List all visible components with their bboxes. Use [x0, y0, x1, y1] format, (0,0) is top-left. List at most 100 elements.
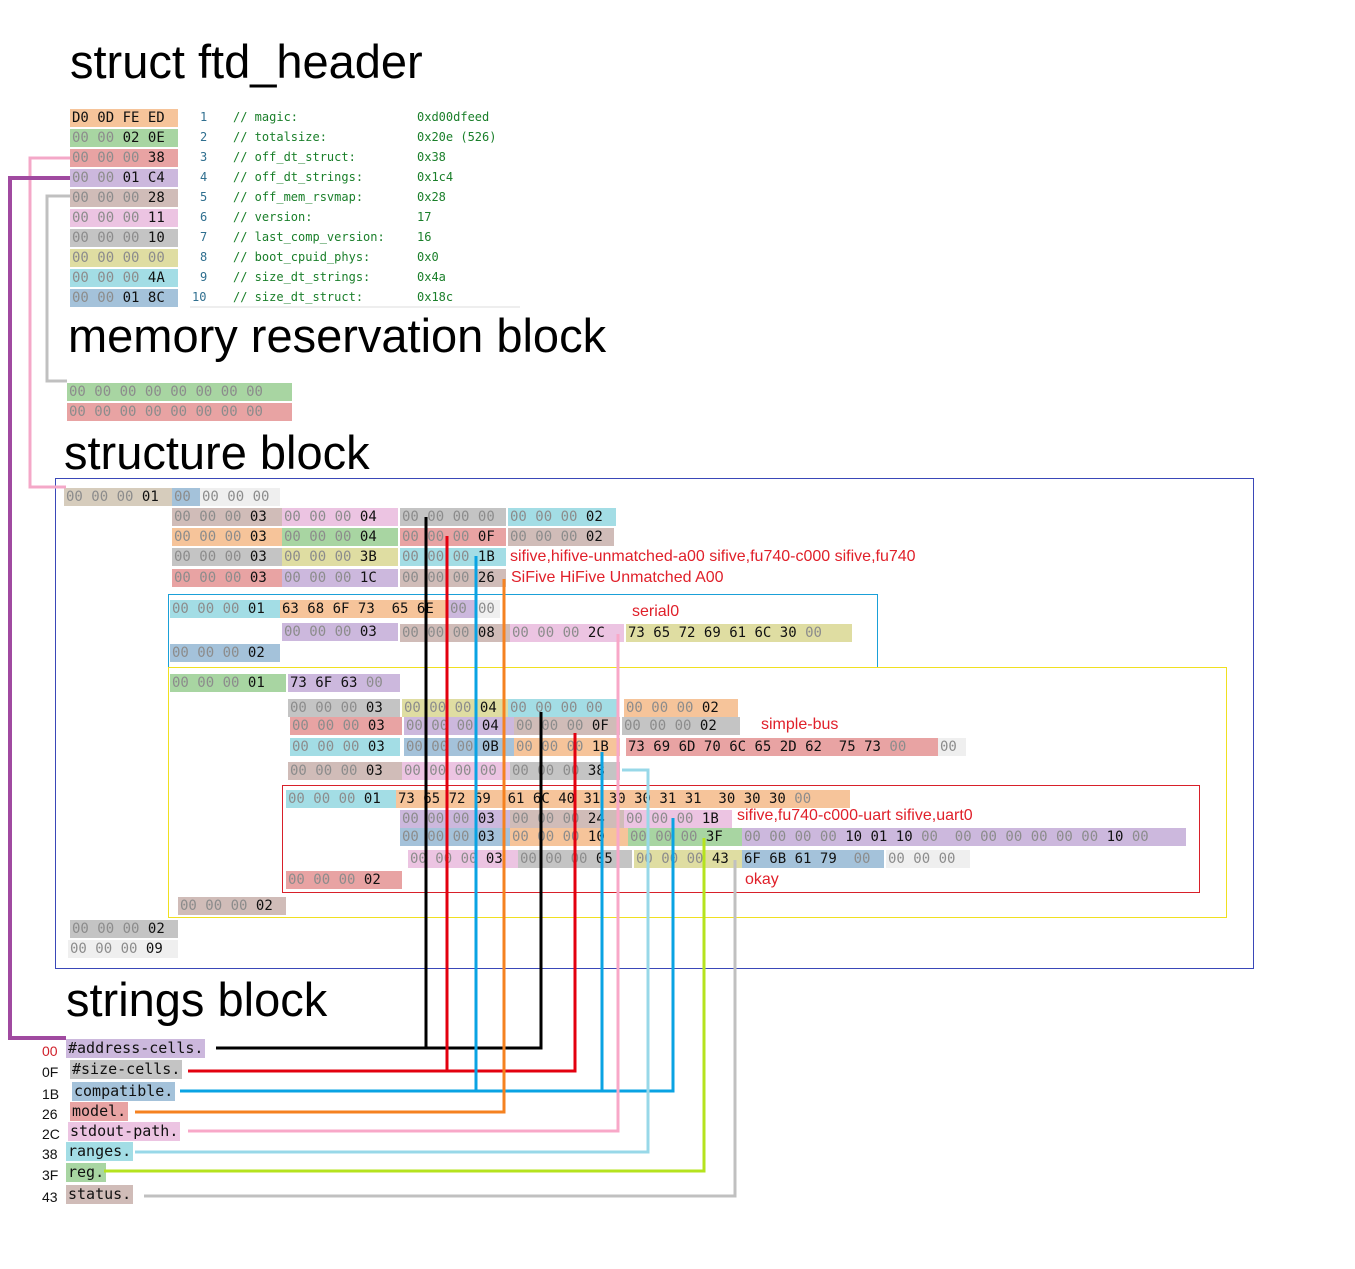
- mem-rsv-title: memory reservation block: [68, 309, 607, 362]
- struct-token: 00 00 00 00: [402, 762, 518, 780]
- status-annotation: okay: [745, 871, 779, 888]
- line-number: 3: [200, 150, 208, 164]
- struct-token: 00 00 00 02: [170, 644, 280, 662]
- struct-token: 00 00 00 10: [510, 828, 628, 846]
- soc-compatible-annotation: simple-bus: [761, 716, 839, 733]
- struct-token: 00 00 00 0F: [514, 717, 620, 735]
- string-entry: model.: [70, 1102, 129, 1121]
- struct-token: 00 00 00 02: [508, 508, 616, 526]
- line-number: 8: [200, 250, 208, 264]
- header-title: struct ftd_header: [70, 35, 423, 88]
- struct-token: 00 00 00 04: [402, 699, 508, 717]
- line-number: 6: [200, 210, 208, 224]
- struct-token: 00 00 00 09: [68, 940, 178, 958]
- header-field-value: 0x4a: [417, 270, 446, 284]
- struct-token: 73 69 6D 70 6C 65 2D 62 75 73 00: [626, 738, 938, 756]
- header-field-name: // size_dt_struct:: [233, 290, 364, 304]
- line-number: 10: [192, 290, 207, 304]
- header-field-name: // size_dt_strings:: [233, 270, 371, 284]
- struct-token: 00 00 00: [200, 488, 280, 506]
- struct-token: 00 00 00 02: [508, 528, 614, 546]
- struct-token: 63 68 6F 73 65 6E: [280, 600, 448, 618]
- string-entry: #address-cells.: [66, 1039, 206, 1058]
- struct-token: 00 00 00 03: [172, 569, 282, 587]
- struct-token: 00 00 00 03: [282, 623, 398, 641]
- header-field-value: 0x20e (526): [417, 130, 497, 144]
- line-number: 5: [200, 190, 208, 204]
- header-field-bytes: 00 00 00 00: [70, 249, 178, 267]
- struct-token: 00 00 00: [886, 850, 970, 868]
- struct-token: 00 00 00 02: [624, 699, 738, 717]
- struct-token: 00 00 00 05: [518, 850, 632, 868]
- struct-token: 00 00 00 03: [408, 850, 518, 868]
- struct-token: 00 00 00 24: [510, 810, 624, 828]
- strings-title: strings block: [66, 973, 328, 1026]
- header-field-name: // off_mem_rsvmap:: [233, 190, 364, 204]
- header-field-name: // off_dt_struct:: [233, 150, 356, 164]
- line-number: 9: [200, 270, 208, 284]
- struct-token: 00 00 00 1B: [400, 548, 506, 566]
- header-field-name: // boot_cpuid_phys:: [233, 250, 371, 264]
- header-field-value: 17: [417, 210, 432, 224]
- struct-token: 00 00 00 04: [282, 528, 398, 546]
- struct-token: 00 00 00 02: [178, 897, 286, 915]
- header-field-name: // off_dt_strings:: [233, 170, 364, 184]
- struct-token: 00 00 00 26: [400, 569, 506, 587]
- string-offset: 3F: [42, 1167, 59, 1183]
- string-offset: 26: [42, 1106, 58, 1122]
- header-field-name: // magic:: [233, 110, 299, 124]
- struct-token: 00 00 00 3F: [628, 828, 742, 846]
- string-offset: 0F: [42, 1064, 59, 1080]
- line-number: 4: [200, 170, 208, 184]
- struct-token: 00 00 00 00: [400, 508, 506, 526]
- header-field-name: // last_comp_version:: [233, 230, 385, 244]
- header-field-bytes: 00 00 00 28: [70, 189, 178, 207]
- struct-token: 00 00 00 01: [170, 600, 280, 618]
- string-entry: compatible.: [72, 1082, 176, 1101]
- struct-token: 00 00 00 02: [286, 871, 402, 889]
- string-offset: 43: [42, 1189, 58, 1205]
- struct-token: 00 00 00 3B: [282, 548, 398, 566]
- uart-compatible-annotation: sifive,fu740-c000-uart sifive,uart0: [737, 807, 973, 824]
- struct-token: 00 00 00 04: [404, 717, 514, 735]
- struct-token: 00 00 00 00 10 01 10 00 00 00 00 00 00 0…: [742, 828, 1186, 846]
- struct-token: 00 00 00 03: [172, 548, 282, 566]
- struct-token: 00 00 00 1B: [514, 738, 620, 756]
- rsvmap-offset-link: [45, 194, 70, 383]
- struct-token: 00 00 00 03: [172, 528, 282, 546]
- struct-token: 00: [476, 600, 500, 618]
- model-annotation: SiFive HiFive Unmatched A00: [511, 569, 724, 586]
- struct-token: 00 00 00 00: [508, 699, 618, 717]
- struct-token: 00 00 00 03: [172, 508, 282, 526]
- header-field-bytes: 00 00 00 11: [70, 209, 178, 227]
- struct-token: 00 00 00 2C: [510, 624, 624, 642]
- header-field-value: 16: [417, 230, 432, 244]
- stdout-annotation: serial0: [632, 603, 680, 620]
- header-field-bytes: 00 00 00 10: [70, 229, 178, 247]
- header-field-value: 0x0: [417, 250, 439, 264]
- header-field-bytes: D0 0D FE ED: [70, 109, 178, 127]
- struct-token: 00 00 00 02: [622, 717, 740, 735]
- mem-rsv-row: 00 00 00 00 00 00 00 00: [67, 403, 292, 421]
- struct-token: 73 6F 63 00: [288, 674, 400, 692]
- header-field-value: 0x28: [417, 190, 446, 204]
- struct-token: 00 00 00 43: [634, 850, 742, 868]
- header-field-value: 0x18c: [417, 290, 454, 304]
- struct-token: 00 00 00 0F: [400, 528, 506, 546]
- struct-token: 00 00 00 03: [290, 717, 402, 735]
- struct-token: 00 00 00 0B: [404, 738, 514, 756]
- code-panel-bg: [190, 108, 520, 308]
- struct-token: 00 00 00 04: [282, 508, 398, 526]
- header-field-bytes: 00 00 01 C4: [70, 169, 178, 187]
- struct-token: 00: [172, 488, 200, 506]
- string-entry: status.: [66, 1185, 134, 1204]
- mem-rsv-row: 00 00 00 00 00 00 00 00: [67, 383, 292, 401]
- struct-token: 00: [938, 738, 966, 756]
- compatible-annotation: sifive,hifive-unmatched-a00 sifive,fu740…: [510, 548, 916, 565]
- header-field-bytes: 00 00 01 8C: [70, 289, 178, 307]
- struct-token: 00 00 00 03: [288, 762, 402, 780]
- struct-token: 00 00 00 03: [288, 699, 400, 717]
- line-number: 2: [200, 130, 208, 144]
- struct-token: 00 00 00 03: [400, 828, 510, 846]
- header-field-value: 0x1c4: [417, 170, 454, 184]
